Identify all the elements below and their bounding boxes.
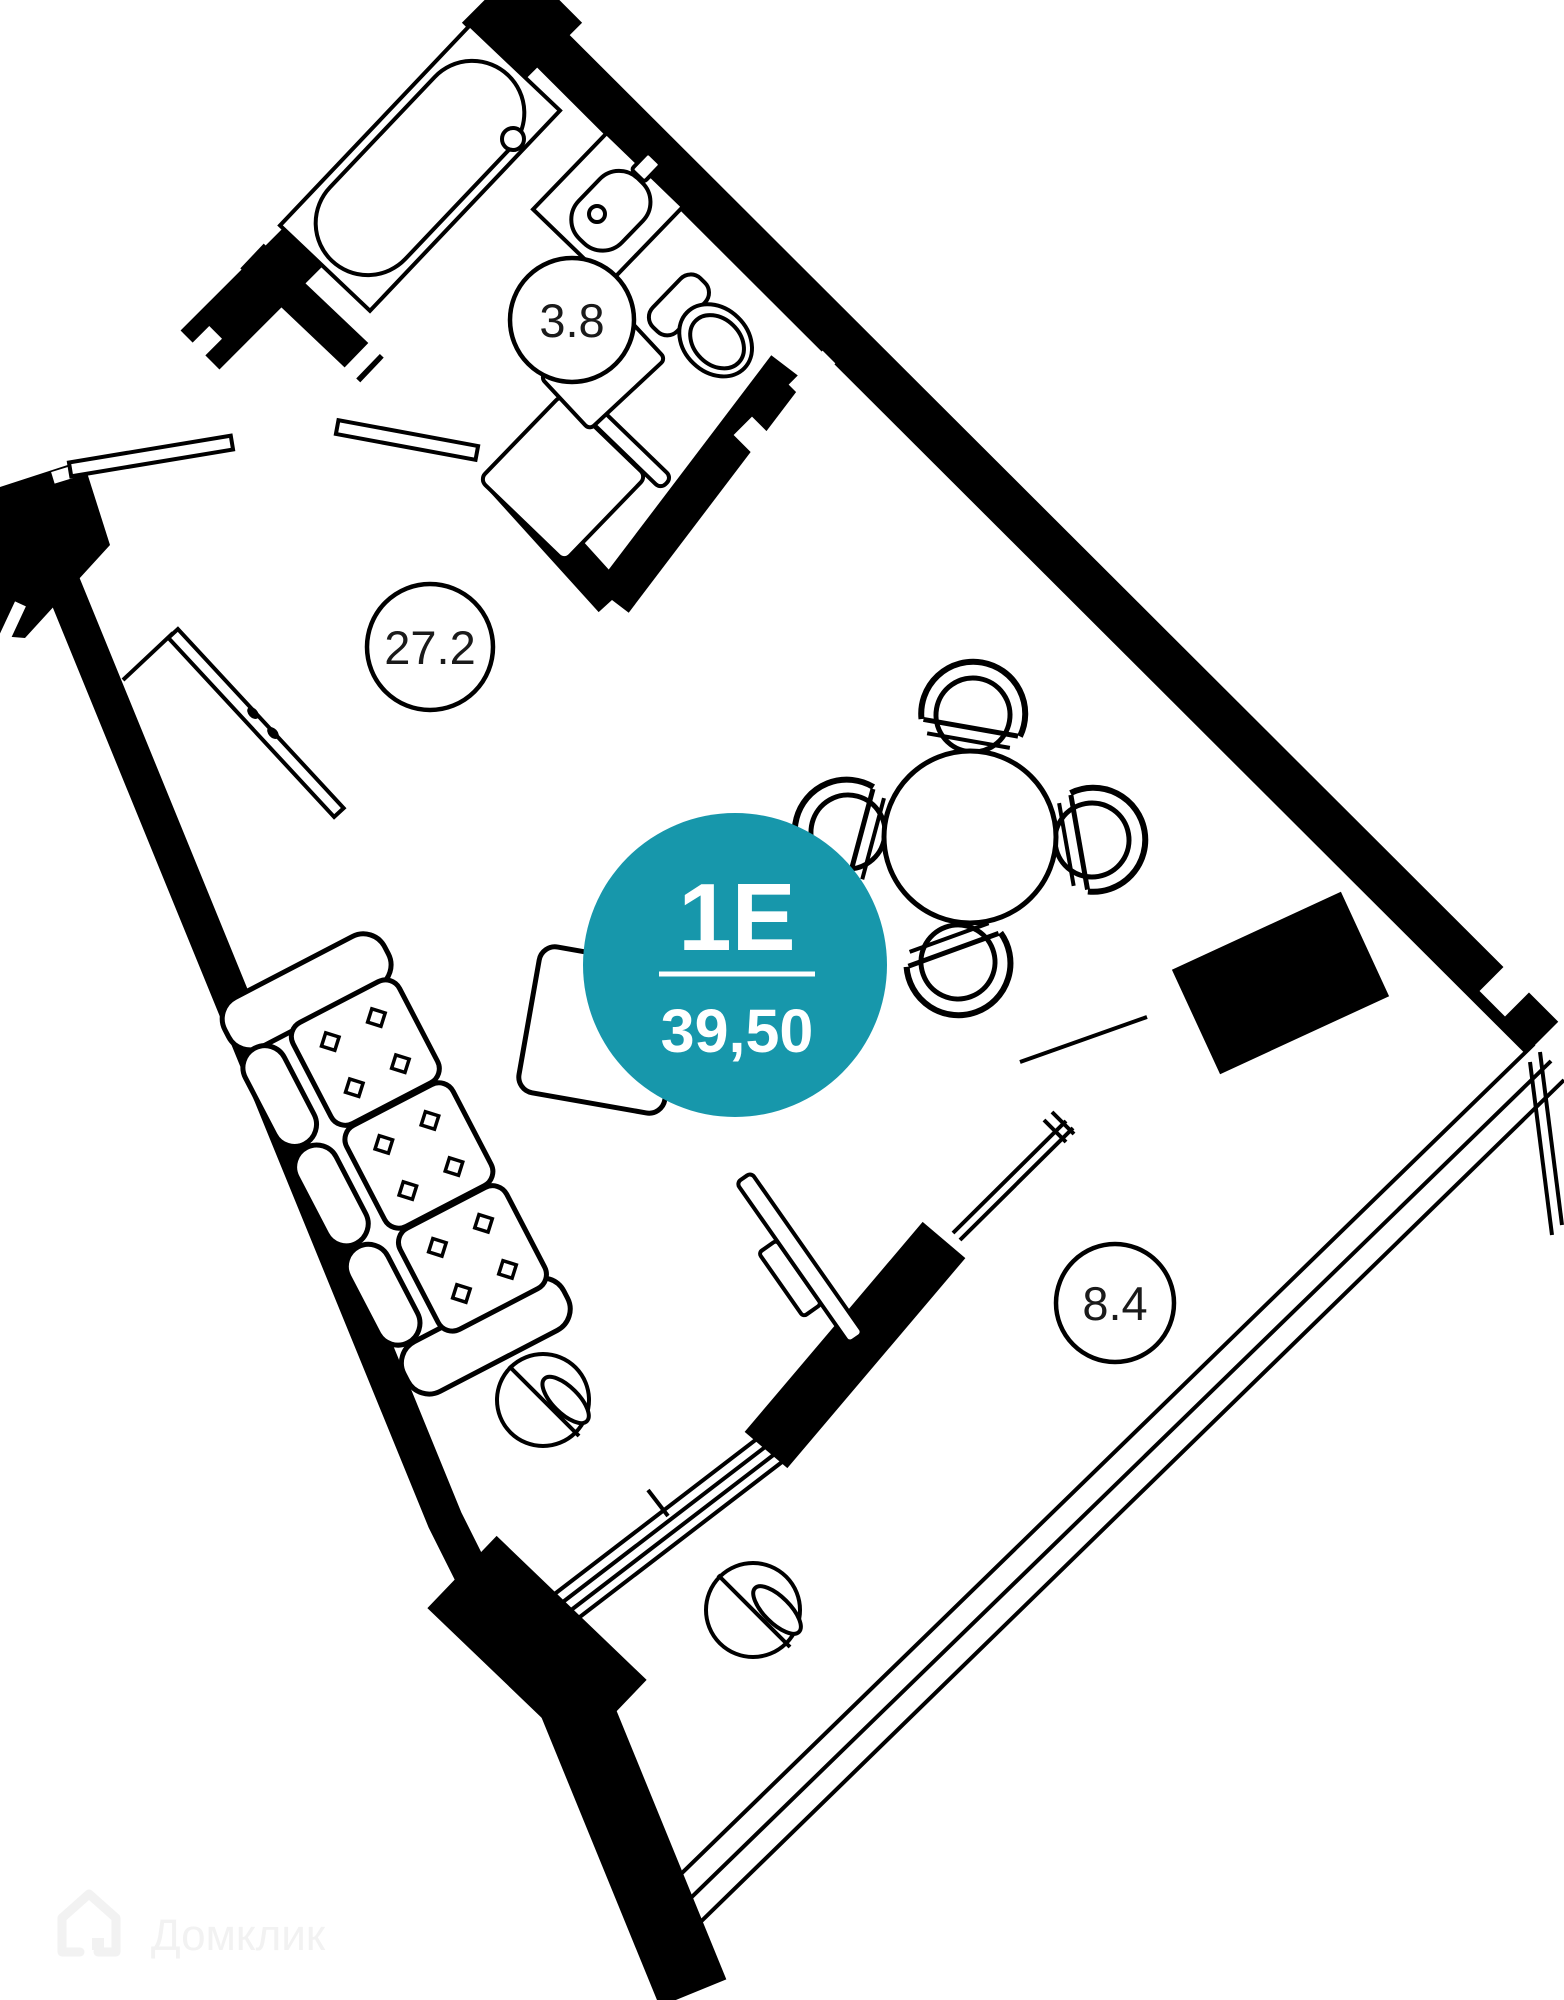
unit-area-label: 39,50	[661, 997, 814, 1065]
plant-icon	[704, 1561, 803, 1659]
washbasin-drain	[587, 204, 607, 224]
room-label-balcony: 8.4	[1053, 1241, 1177, 1365]
dining-chair-icon	[896, 909, 1025, 1029]
wall-end-caps	[0, 326, 1531, 1017]
sliding-door-tracks	[533, 1433, 784, 1638]
watermark-text: Домклик	[151, 1911, 326, 1960]
unit-badge-circle	[583, 813, 887, 1117]
washing-machine-icon	[480, 395, 672, 561]
hall-closet	[121, 626, 347, 820]
unit-badge: 1Е 39,50	[583, 813, 887, 1117]
bathtub-drain	[500, 126, 526, 152]
dining-chair-icon	[915, 653, 1033, 760]
room-label-bathroom: 3.8	[507, 255, 637, 385]
bathroom-area-value: 3.8	[539, 294, 604, 347]
living-room-area-value: 27.2	[384, 621, 475, 674]
domclick-house-icon	[57, 1889, 121, 1957]
balcony-glazing	[644, 1042, 1564, 1944]
domclick-house-dot	[92, 1938, 104, 1950]
bathtub-icon	[277, 22, 563, 314]
washbasin-icon	[530, 130, 686, 286]
balcony-divider-window	[951, 1110, 1076, 1242]
dining-set	[783, 653, 1153, 1029]
tv-icon	[736, 1172, 864, 1344]
unit-type-label: 1Е	[678, 864, 795, 971]
entry-window-leaf-right	[333, 417, 481, 463]
balcony-area-value: 8.4	[1082, 1277, 1147, 1330]
sofa-icon	[219, 931, 573, 1397]
dining-chair-icon	[1047, 780, 1154, 898]
sofa-cushion-marks	[319, 1006, 519, 1305]
balcony-door-leaf	[1019, 1015, 1148, 1064]
entry-window-leaf-left	[66, 433, 236, 479]
toilet-icon	[646, 272, 754, 379]
plant-icon	[495, 1352, 591, 1448]
dining-table-icon	[881, 748, 1059, 926]
watermark: Домклик	[57, 1889, 326, 1960]
room-label-living-room: 27.2	[364, 581, 496, 713]
